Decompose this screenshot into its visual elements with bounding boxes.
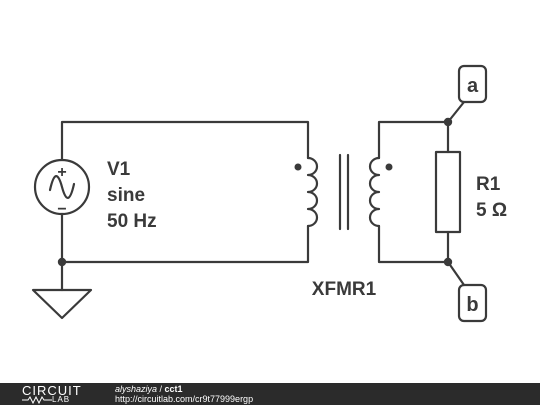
node-b-tag xyxy=(457,283,488,323)
source-type-label: sine xyxy=(107,185,145,206)
ground-icon xyxy=(31,288,93,320)
secondary-polarity-dot xyxy=(385,163,393,171)
author-name[interactable]: alyshaziya xyxy=(115,384,158,394)
secondary-coil xyxy=(368,156,381,228)
source-circle xyxy=(33,158,91,216)
primary-coil xyxy=(306,156,319,228)
voltage-source-v1: + − xyxy=(33,158,91,218)
transformer-xfmr1 xyxy=(294,153,393,231)
circuit-url[interactable]: http://circuitlab.com/cr9t77999ergp xyxy=(115,394,254,404)
author-line: alyshaziya / cct1 xyxy=(115,384,183,394)
circuitlab-logo[interactable]: CIRCUIT LAB xyxy=(22,383,92,404)
source-minus-sign: − xyxy=(57,201,66,218)
junction-dot xyxy=(57,257,67,267)
wire-primary-bottom xyxy=(60,212,310,264)
circuit-schematic: + − V1 sine 50 Hz XFMR1 R1 5 Ω a b xyxy=(31,64,507,323)
wire-secondary-bottom xyxy=(377,224,450,264)
node-a-label: a xyxy=(467,75,479,97)
node-a-tag xyxy=(457,64,488,104)
sine-wave-icon xyxy=(48,175,76,199)
node-b-leader xyxy=(446,260,466,287)
wire-secondary-top xyxy=(377,120,450,160)
circuit-title[interactable]: cct1 xyxy=(164,384,183,394)
source-plus-sign: + xyxy=(57,164,66,181)
primary-wires xyxy=(60,120,310,292)
footer-bar: CIRCUIT LAB alyshaziya / cct1 http://cir… xyxy=(0,383,540,405)
source-frequency-label: 50 Hz xyxy=(107,211,157,232)
resistor-value-label: 5 Ω xyxy=(476,200,507,221)
transformer-name-label: XFMR1 xyxy=(312,279,377,300)
resistor-r1 xyxy=(434,150,462,234)
logo-resistor-icon xyxy=(22,396,52,404)
node-a-leader xyxy=(446,100,466,124)
logo-text-top: CIRCUIT xyxy=(22,383,82,398)
secondary-wires xyxy=(377,120,450,264)
node-b-label: b xyxy=(466,294,478,316)
source-name-label: V1 xyxy=(107,159,131,180)
wire-primary-top xyxy=(60,120,310,162)
path-separator: / xyxy=(157,384,165,394)
logo-text-bottom: LAB xyxy=(52,395,71,404)
resistor-name-label: R1 xyxy=(476,174,501,195)
primary-polarity-dot xyxy=(294,163,302,171)
